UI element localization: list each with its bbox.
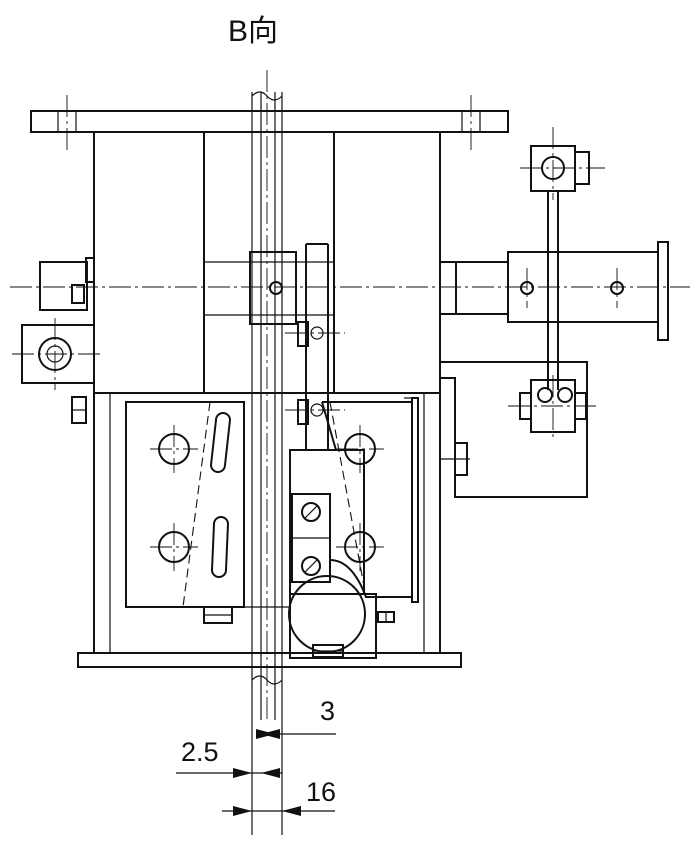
top-flange bbox=[30, 95, 509, 150]
dimension-16: 16 bbox=[222, 777, 336, 816]
lower-right-plate bbox=[289, 397, 419, 623]
center-hub bbox=[249, 243, 345, 451]
dim-label-3: 3 bbox=[320, 696, 335, 726]
dim-label-2-5: 2.5 bbox=[181, 737, 219, 767]
lower-left-plate bbox=[125, 401, 245, 624]
right-shaft-assembly bbox=[439, 127, 669, 498]
bottom-roller bbox=[244, 575, 377, 659]
view-label: B向 bbox=[228, 15, 278, 48]
central-shaft bbox=[251, 70, 283, 835]
lower-frame bbox=[77, 392, 462, 668]
dimension-3: 3 bbox=[256, 696, 336, 739]
dimension-2-5: 2.5 bbox=[176, 737, 282, 778]
left-valve-assembly bbox=[12, 257, 100, 424]
dim-label-16: 16 bbox=[306, 777, 336, 807]
